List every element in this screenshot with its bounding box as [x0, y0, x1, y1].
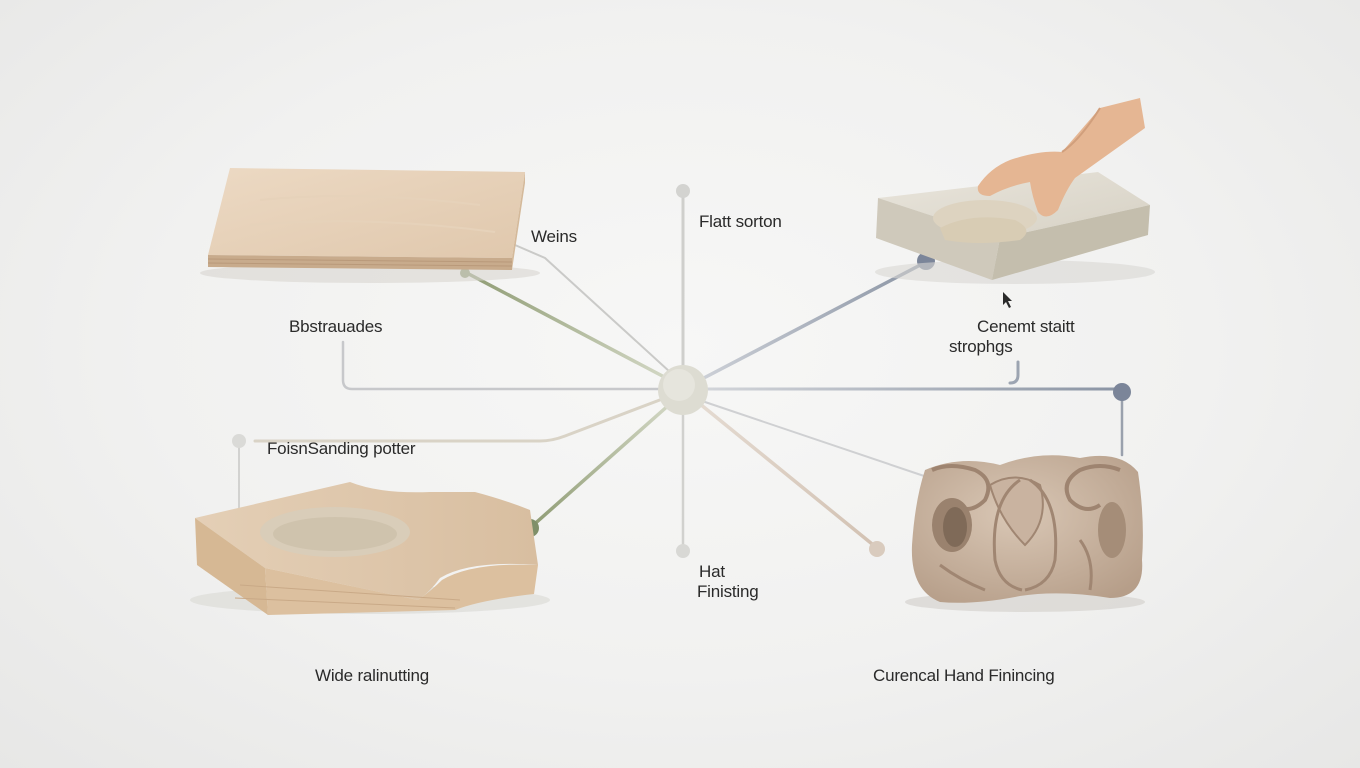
- label-curved: Curencal Hand Finincing: [873, 666, 1055, 685]
- label-hat-line2: Finisting: [697, 582, 759, 601]
- connector-sanding: [253, 396, 667, 443]
- label-wide: Wide ralinutting: [315, 666, 429, 685]
- flat-plywood-panel-icon: [200, 168, 540, 283]
- label-hat-line1: Hat: [699, 562, 725, 581]
- wood-piece-with-carved-recess-icon: [190, 482, 550, 615]
- label-flat-section: Flatt sorton: [699, 212, 782, 231]
- connector-plywood: [463, 270, 672, 382]
- dot-sanding: [232, 434, 246, 448]
- connector-weins: [514, 244, 671, 373]
- connector-wood-piece: [528, 402, 672, 530]
- label-sanding: FoisnSanding potter: [267, 439, 416, 458]
- label-cement-strip-line2: strophgs: [949, 337, 1013, 356]
- label-weins: Weins: [531, 227, 577, 246]
- connector-lines: [238, 190, 1124, 552]
- stone-slab-with-hand-icon: [875, 98, 1155, 284]
- connector-ornament: [704, 401, 931, 479]
- dot-cement-strip: [1113, 383, 1131, 401]
- central-hub-highlight: [663, 369, 695, 401]
- ornamental-carved-stone-icon: [905, 455, 1145, 612]
- connector-shadows: [341, 340, 664, 391]
- dot-flat-section: [676, 184, 690, 198]
- label-shadows: Bbstrauades: [289, 317, 383, 336]
- connector-stone-slab: [698, 260, 928, 382]
- cursor-arrow-icon: [1003, 292, 1012, 308]
- connector-cement-strip: [703, 360, 1124, 391]
- connector-tan: [698, 402, 879, 550]
- dot-hat: [676, 544, 690, 558]
- dot-tan: [869, 541, 885, 557]
- label-cement-strip-line1: Cenemt staitt: [977, 317, 1075, 336]
